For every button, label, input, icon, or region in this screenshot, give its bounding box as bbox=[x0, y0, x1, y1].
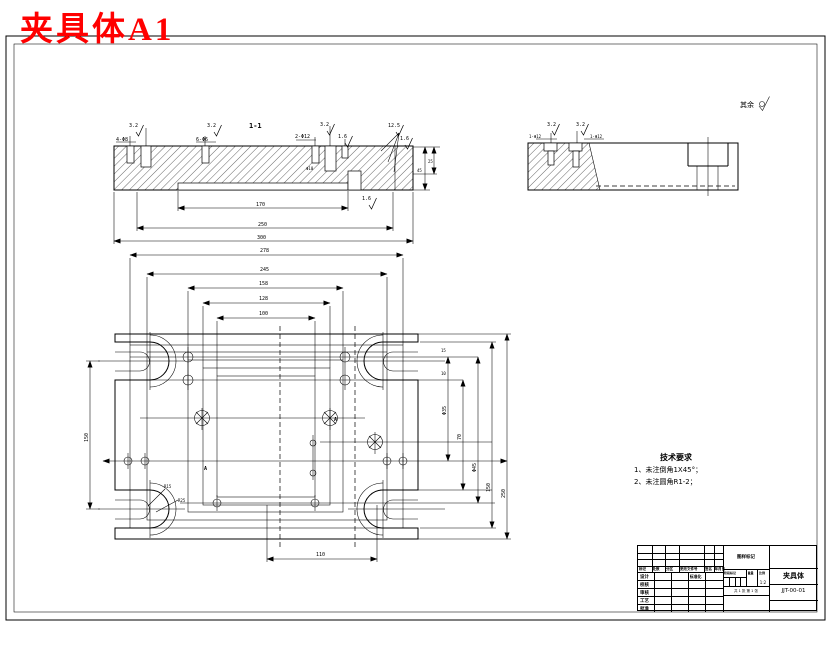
dim-text: 158 bbox=[259, 281, 268, 287]
role-label: 工艺 bbox=[640, 598, 649, 604]
stage-label: 阶段标记 bbox=[724, 570, 737, 575]
section-view: 4-Φ8 3.2 6-Φ6 3.2 1-1 2-Φ12 3.2 1.6 Φ10 … bbox=[113, 122, 440, 244]
roughness-value: 1.6 bbox=[362, 196, 371, 202]
dim-text: 45 bbox=[417, 168, 422, 173]
roughness-value: 1.6 bbox=[400, 136, 409, 142]
dim-text: 245 bbox=[260, 267, 269, 273]
dim-text: 150 bbox=[486, 483, 492, 492]
drawing-number: JJT-00-01 bbox=[781, 588, 806, 594]
roughness-value: 12.5 bbox=[388, 123, 400, 129]
part-name: 夹具体 bbox=[783, 572, 804, 580]
dim-text: 10 bbox=[441, 371, 446, 376]
roughness-value: 3.2 bbox=[129, 123, 138, 129]
side-view: 1-Φ12 3.2 1-Φ12 3.2 bbox=[527, 122, 739, 196]
roughness-value: 3.2 bbox=[207, 123, 216, 129]
scale-label: 比例 bbox=[759, 570, 766, 575]
title-block: 标记 处数 分区 更改文件号 签名 年月日 设计 校核 审核 工艺 批准 标准化… bbox=[637, 545, 818, 612]
dim-text: 25 bbox=[428, 159, 433, 164]
dim-text: 110 bbox=[316, 552, 325, 558]
dim-text: 15 bbox=[441, 348, 446, 353]
hole-label: 2-Φ12 bbox=[295, 134, 310, 140]
roughness-value: 3.2 bbox=[320, 122, 329, 128]
rev-header: 分区 bbox=[666, 566, 673, 571]
section-label: 1-1 bbox=[249, 122, 262, 130]
rev-header: 年月日 bbox=[714, 566, 726, 571]
dim-text: 170 bbox=[256, 202, 265, 208]
role-label: 批准 bbox=[640, 606, 649, 612]
technical-requirements: 技术要求 1、未注倒角1X45°； 2、未注圆角R1-2； bbox=[634, 452, 702, 487]
roughness-check-icon bbox=[758, 96, 770, 112]
weight-label: 重量 bbox=[747, 570, 754, 575]
tech-req-item: 2、未注圆角R1-2； bbox=[634, 478, 697, 486]
dim-text: 128 bbox=[259, 296, 268, 302]
section-marker: A bbox=[334, 417, 337, 423]
section-marker: A bbox=[204, 466, 207, 472]
surface-note-text: 其余 bbox=[740, 100, 754, 109]
dim-text: 250 bbox=[501, 489, 507, 498]
dim-text: 250 bbox=[258, 222, 267, 228]
leader-text: R25 bbox=[178, 498, 186, 503]
doc-mark: 图样标记 bbox=[737, 555, 755, 560]
dim-text: Φ35 bbox=[442, 406, 448, 415]
roughness-value: 3.2 bbox=[576, 122, 585, 128]
rev-header: 更改文件号 bbox=[680, 566, 698, 571]
dim-text: 100 bbox=[259, 311, 268, 317]
dim-text: 150 bbox=[84, 433, 90, 442]
hole-label: 6-Φ6 bbox=[196, 137, 208, 143]
tech-req-title: 技术要求 bbox=[660, 453, 692, 462]
role-label: 设计 bbox=[640, 574, 649, 580]
hole-label: 1-Φ12 bbox=[590, 134, 603, 139]
rev-header: 签名 bbox=[705, 566, 712, 571]
plan-view: 278 245 158 128 100 Φ35 70 Φ45 150 250 1… bbox=[84, 248, 511, 562]
dim-text: Φ45 bbox=[472, 463, 478, 472]
tech-req-item: 1、未注倒角1X45°； bbox=[634, 466, 703, 474]
dim-text: 300 bbox=[257, 235, 266, 241]
sheet-note: 共 1 张 第 1 张 bbox=[733, 589, 759, 593]
leader-text: R15 bbox=[164, 484, 172, 489]
role-label: 审核 bbox=[640, 590, 649, 596]
hole-label: 4-Φ8 bbox=[116, 137, 128, 143]
surface-roughness-note: 其余 bbox=[740, 96, 770, 112]
std-label: 标准化 bbox=[689, 573, 702, 579]
rev-header: 处数 bbox=[652, 566, 660, 571]
hole-label: 1-Φ12 bbox=[529, 134, 542, 139]
scale-value: 1:2 bbox=[759, 579, 767, 585]
dim-text: 278 bbox=[260, 248, 269, 254]
drawing-frame bbox=[5, 35, 826, 621]
drawing-title: 夹具体A1 bbox=[20, 12, 175, 48]
roughness-value: 3.2 bbox=[547, 122, 556, 128]
roughness-value: 1.6 bbox=[338, 134, 347, 140]
rev-header: 标记 bbox=[639, 566, 646, 571]
role-label: 校核 bbox=[640, 582, 649, 588]
dim-text: 70 bbox=[457, 434, 463, 440]
hole-label: Φ10 bbox=[306, 166, 314, 171]
